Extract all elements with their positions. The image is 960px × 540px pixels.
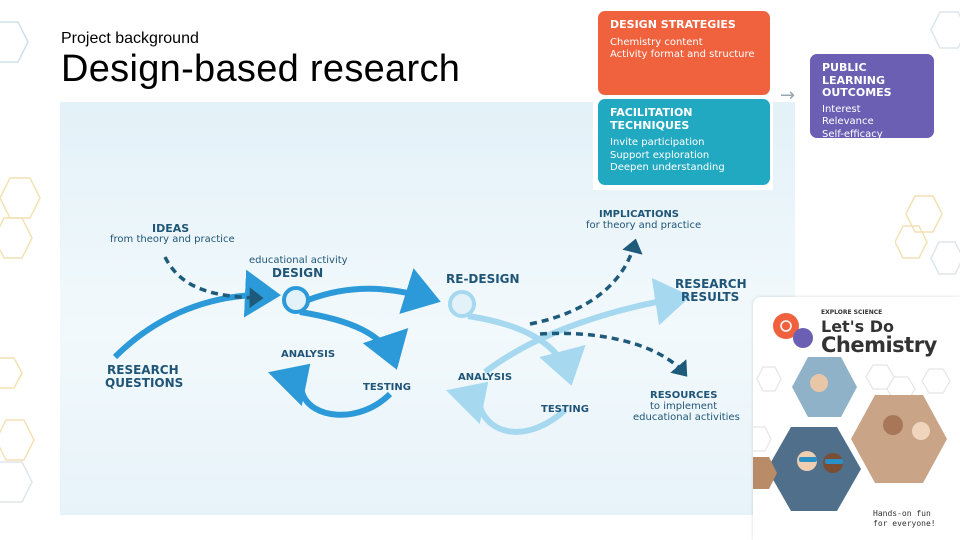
label-ideas: IDEAS	[152, 222, 190, 235]
label-analysis-1: ANALYSIS	[281, 349, 336, 360]
loop-redesign-testing	[467, 313, 586, 386]
photo-hex-3	[767, 427, 861, 511]
outcomes-item: Self-efficacy	[822, 128, 883, 140]
label-research-results-1: RESEARCH	[675, 277, 747, 291]
outcomes-item: Interest	[822, 103, 861, 115]
label-design: DESIGN	[272, 266, 324, 280]
book-title-line1: Let's Do	[821, 317, 894, 336]
label-resources-sub-1: to implement	[650, 401, 718, 412]
loop-testing-analysis	[267, 363, 393, 418]
design-node	[282, 286, 310, 314]
outcomes-heading-line: PUBLIC LEARNING	[822, 61, 886, 87]
dashed-ideas-to-design	[163, 256, 264, 309]
label-research-results-2: RESULTS	[681, 290, 740, 304]
outcomes-heading-line: OUTCOMES	[822, 86, 892, 100]
label-resources-sub-2: educational activities	[633, 412, 740, 423]
label-testing-1: TESTING	[363, 382, 411, 393]
book-cover-logo	[753, 313, 951, 511]
arrow-to-research-results	[483, 277, 691, 375]
book-tagline-line1: Hands-on fun	[873, 509, 931, 518]
dashed-to-implications	[529, 238, 643, 326]
dashed-to-resources	[539, 331, 688, 377]
facilitation-item: Support exploration	[610, 149, 710, 161]
design-strategies-heading: DESIGN STRATEGIES	[610, 18, 736, 31]
slide-subtitle: Project background	[61, 30, 199, 47]
card-design-strategies: DESIGN STRATEGIES Chemistry content Acti…	[598, 11, 770, 95]
book-kicker: EXPLORE SCIENCE	[821, 309, 883, 316]
label-redesign: RE-DESIGN	[446, 272, 520, 286]
label-research-questions-1: RESEARCH	[107, 363, 179, 377]
arrow-questions-to-design	[112, 269, 281, 360]
label-testing-2: TESTING	[541, 404, 589, 415]
label-implications-sub: for theory and practice	[586, 220, 702, 231]
facilitation-item: Deepen understanding	[610, 162, 725, 174]
label-design-sub: educational activity	[249, 255, 348, 266]
redesign-node	[448, 290, 476, 318]
arrow-right-icon: →	[780, 85, 796, 106]
design-strategies-item: Chemistry content	[610, 36, 703, 48]
label-ideas-sub: from theory and practice	[110, 234, 235, 245]
outcomes-item: Relevance	[822, 116, 874, 128]
design-strategies-item: Activity format and structure	[610, 49, 755, 61]
card-facilitation-techniques: FACILITATION TECHNIQUES Invite participa…	[598, 99, 770, 185]
slide-title: Design-based research	[61, 48, 461, 90]
dbr-diagram-arrows	[112, 238, 691, 435]
photo-hex-2	[851, 395, 947, 483]
loop-design-testing	[299, 309, 409, 370]
decorative-hexagons-left	[0, 21, 41, 503]
label-research-questions-2: QUESTIONS	[105, 376, 184, 390]
loop-testing-analysis-2	[445, 381, 568, 435]
facilitation-heading: FACILITATION TECHNIQUES	[610, 106, 693, 132]
decorative-hexagons-right	[895, 11, 960, 275]
label-resources: RESOURCES	[650, 390, 718, 401]
book-title-line2: Chemistry	[821, 333, 937, 357]
outcomes-heading: PUBLIC LEARNING OUTCOMES	[822, 61, 922, 100]
facilitation-item: Invite participation	[610, 137, 705, 149]
book-cover: EXPLORE SCIENCE Let's Do Chemistry Hands…	[753, 297, 960, 540]
label-analysis-2: ANALYSIS	[458, 372, 513, 383]
label-implications: IMPLICATIONS	[599, 209, 680, 220]
arrow-design-to-redesign	[306, 268, 441, 315]
book-tagline-line2: for everyone!	[873, 519, 936, 528]
card-public-learning-outcomes: PUBLIC LEARNING OUTCOMES Interest Releva…	[810, 54, 934, 140]
